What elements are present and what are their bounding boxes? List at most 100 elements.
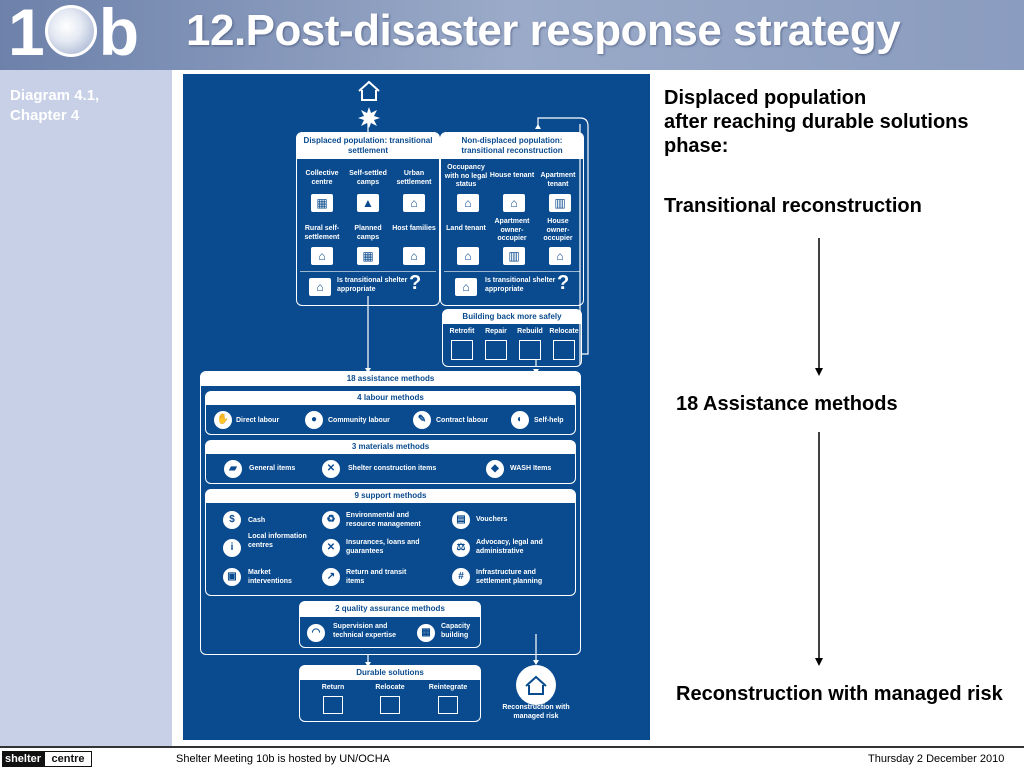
support-methods-title: 9 support methods <box>206 490 575 503</box>
infrastructure-icon: # <box>452 568 470 586</box>
self-help-icon: ◐ <box>511 411 529 429</box>
durable-reintegrate: Reintegrate <box>428 684 468 691</box>
general-items-label: General items <box>249 465 296 472</box>
durable-return: Return <box>321 684 345 691</box>
durable-solutions-title: Durable solutions <box>300 666 480 680</box>
return-transit-icon: ↗ <box>322 568 340 586</box>
footer-divider <box>0 746 1024 748</box>
labour-methods-title: 4 labour methods <box>206 392 575 405</box>
brand-centre: centre <box>44 751 92 767</box>
reconstruction-text: Reconstruction with managed risk <box>676 683 1003 705</box>
durable-relocate: Relocate <box>375 684 405 691</box>
support-infrastructure: Infrastructure and settlement planning <box>476 569 543 585</box>
quality-assurance-title: 2 quality assurance methods <box>300 602 480 617</box>
support-market: Market interventions <box>248 569 292 585</box>
option-apartment-owner-occupier: Apartment owner-occupier <box>494 218 530 242</box>
community-labour-label: Community labour <box>328 417 390 424</box>
environment-icon: ♻ <box>322 511 340 529</box>
house-icon <box>356 80 382 102</box>
contract-labour-icon: ✎ <box>413 411 431 429</box>
direct-labour-label: Direct labour <box>236 417 280 424</box>
option-retrofit: Retrofit <box>449 328 475 335</box>
header-banner <box>0 0 1024 70</box>
rural-house-icon: ⌂ <box>311 247 333 265</box>
option-repair: Repair <box>485 328 507 335</box>
rebuild-icon <box>519 340 541 360</box>
support-methods-panel: 9 support methods <box>205 489 576 596</box>
option-self-settled-camps: Self-settled camps <box>349 170 387 186</box>
collective-centre-icon: ▦ <box>311 194 333 212</box>
materials-methods-title: 3 materials methods <box>206 441 575 454</box>
option-planned-camps: Planned camps <box>354 225 382 241</box>
transitional-shelter-icon: ⌂ <box>455 278 477 296</box>
materials-methods-panel: 3 materials methods <box>205 440 576 484</box>
sidebar <box>0 70 172 746</box>
reconstruction-house-icon <box>516 665 556 705</box>
owner-apartment-icon: ▥ <box>503 247 525 265</box>
non-displaced-panel-title: Non-displaced population: transitional r… <box>441 133 583 159</box>
relocate-icon <box>553 340 575 360</box>
shelter-construction-items-label: Shelter construction items <box>348 465 437 472</box>
displaced-panel-title: Displaced population: transitional settl… <box>297 133 439 159</box>
support-advocacy: Advocacy, legal and administrative <box>476 539 543 555</box>
brand-shelter: shelter <box>2 751 44 767</box>
cash-icon: $ <box>223 511 241 529</box>
urban-house-icon: ⌂ <box>403 194 425 212</box>
general-items-icon: ▰ <box>224 460 242 478</box>
quality-supervision: Supervision and technical expertise <box>333 623 397 639</box>
assistance-methods-title: 18 assistance methods <box>201 372 580 386</box>
retrofit-icon <box>451 340 473 360</box>
repair-icon <box>485 340 507 360</box>
option-land-tenant: Land tenant <box>446 225 486 232</box>
heading-line2: after reaching durable solutions phase: <box>664 111 969 157</box>
disaster-burst-icon <box>356 106 382 128</box>
logo-prefix: 1 <box>8 0 45 69</box>
footer-date: Thursday 2 December 2010 <box>868 753 1005 765</box>
transitional-shelter-icon: ⌂ <box>309 278 331 296</box>
quality-capacity: Capacity building <box>441 623 471 639</box>
land-tenant-icon: ⌂ <box>457 247 479 265</box>
information-centre-icon: i <box>223 539 241 557</box>
vouchers-icon: ▤ <box>452 511 470 529</box>
arrow-down-2 <box>815 432 823 666</box>
option-occupancy-no-legal-status: Occupancy with no legal status <box>444 164 488 188</box>
divider <box>444 271 580 272</box>
contract-labour-label: Contract labour <box>436 417 489 424</box>
transitional-reconstruction-text: Transitional reconstruction <box>664 195 922 217</box>
advocacy-icon: ⚖ <box>452 539 470 557</box>
hosted-by-text: Shelter Meeting 10b is hosted by UN/OCHA <box>176 753 390 765</box>
support-insurances: Insurances, loans and guarantees <box>346 539 420 555</box>
option-rebuild: Rebuild <box>517 328 543 335</box>
quality-assurance-panel: 2 quality assurance methods <box>299 601 481 648</box>
reintegrate-icon <box>438 696 458 714</box>
option-relocate: Relocate <box>549 328 579 335</box>
displaced-population-panel: Displaced population: transitional settl… <box>296 132 440 306</box>
option-apartment-tenant: Apartment tenant <box>540 172 576 188</box>
shelter-construction-icon: ✕ <box>322 460 340 478</box>
tents-icon: ▲ <box>357 194 379 212</box>
host-family-icon: ⌂ <box>403 247 425 265</box>
diagram-reference: Diagram 4.1, Chapter 4 <box>10 87 100 124</box>
option-collective-centre: Collective centre <box>305 170 339 186</box>
option-house-tenant: House tenant <box>489 172 535 179</box>
question-mark-left: ? <box>409 272 422 294</box>
insurance-icon: ✕ <box>322 539 340 557</box>
support-environmental: Environmental and resource management <box>346 512 421 528</box>
divider <box>300 271 436 272</box>
assistance-methods-panel: 18 assistance methods <box>200 371 581 655</box>
globe-icon <box>44 5 97 57</box>
heading-line1: Displaced population <box>664 87 867 109</box>
strategy-diagram: Displaced population: transitional settl… <box>183 74 650 740</box>
owner-house-icon: ⌂ <box>549 247 571 265</box>
page-title: 12.Post-disaster response strategy <box>186 6 901 55</box>
option-house-owner-occupier: House owner-occupier <box>543 218 573 242</box>
question-mark-right: ? <box>557 272 570 294</box>
building-back-title: Building back more safely <box>443 310 581 324</box>
direct-labour-icon: ✋ <box>214 411 232 429</box>
transitional-question-right: Is transitional shelter appropriate <box>485 277 556 293</box>
option-host-families: Host families <box>392 225 436 232</box>
tenant-house-icon: ⌂ <box>503 194 525 212</box>
community-labour-icon: ● <box>305 411 323 429</box>
displaced-population-heading: Displaced population after reaching dura… <box>664 86 1016 158</box>
